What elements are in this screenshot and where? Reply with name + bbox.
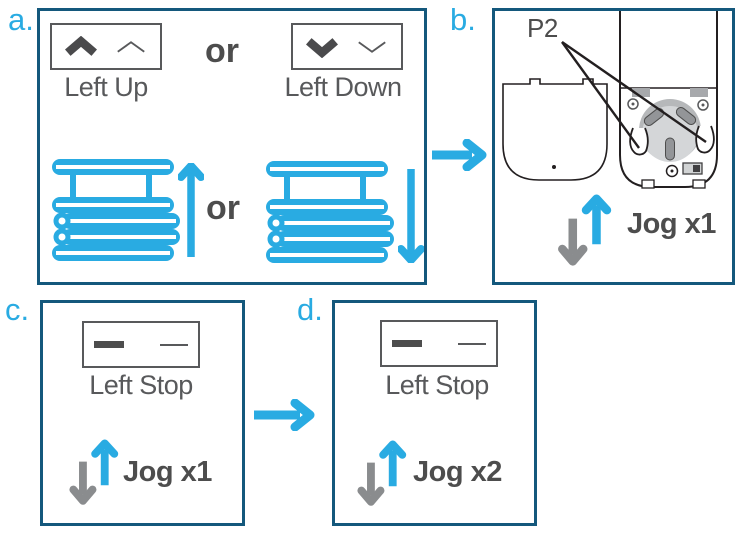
left-down-caption: Left Down [284,72,402,102]
chevron-down-bold-icon [306,37,338,58]
arrow-up-icon [178,163,204,257]
or-bottom-text: or [206,189,240,227]
jog-x1-label-b: Jog x1 [627,208,716,240]
p2-slot-right [695,125,715,154]
compartment-clip-left [632,88,650,97]
remote-back-illustration [502,11,718,189]
step-label-a: a. [8,2,34,37]
chevron-up-bold-icon [65,35,97,56]
left-stop-caption-d: Left Stop [385,370,489,400]
compartment-clip-right [690,88,708,97]
dash-thin-icon [160,343,188,346]
or-top-text: or [205,32,239,70]
chevron-down-thin-icon [358,41,386,53]
chevron-up-thin-icon [117,40,145,52]
dash-bold-icon [392,340,422,347]
blind-up-icon [52,159,180,261]
arrow-right-a-b-icon [432,139,487,171]
p2-callout-lines [561,41,707,149]
p2-slot-left [629,127,649,156]
panel-b: P2 Jog x1 [492,8,735,285]
panel-d: Left Stop Jog x2 [332,300,537,526]
left-up-caption: Left Up [64,72,148,102]
p2-callout-label: P2 [527,13,558,43]
left-stop-button-c [82,321,200,368]
panel-c: Left Stop Jog x1 [40,300,245,526]
jog-updown-icon [69,439,119,505]
arrow-down-icon [398,169,424,263]
left-stop-button-d [380,320,498,367]
step-label-c: c. [5,292,30,327]
jog-updown-icon [357,440,407,506]
panel-a: Left Up or Left Down or [37,8,427,285]
screw-icons [627,98,709,111]
step-label-b: b. [450,2,476,37]
battery-cover [502,78,608,181]
arrow-right-c-d-icon [254,399,315,431]
left-down-button [291,23,403,70]
switch-icon [682,162,703,175]
dash-bold-icon [94,341,124,348]
jog-x2-label-d: Jog x2 [413,456,502,488]
dash-thin-icon [458,342,486,345]
left-up-button [50,23,162,70]
jog-updown-icon [558,194,612,266]
battery-holder [639,99,701,162]
blind-down-icon [266,161,394,263]
step-label-d: d. [297,292,323,327]
left-stop-caption-c: Left Stop [89,370,193,400]
jog-x1-label-c: Jog x1 [123,456,212,488]
